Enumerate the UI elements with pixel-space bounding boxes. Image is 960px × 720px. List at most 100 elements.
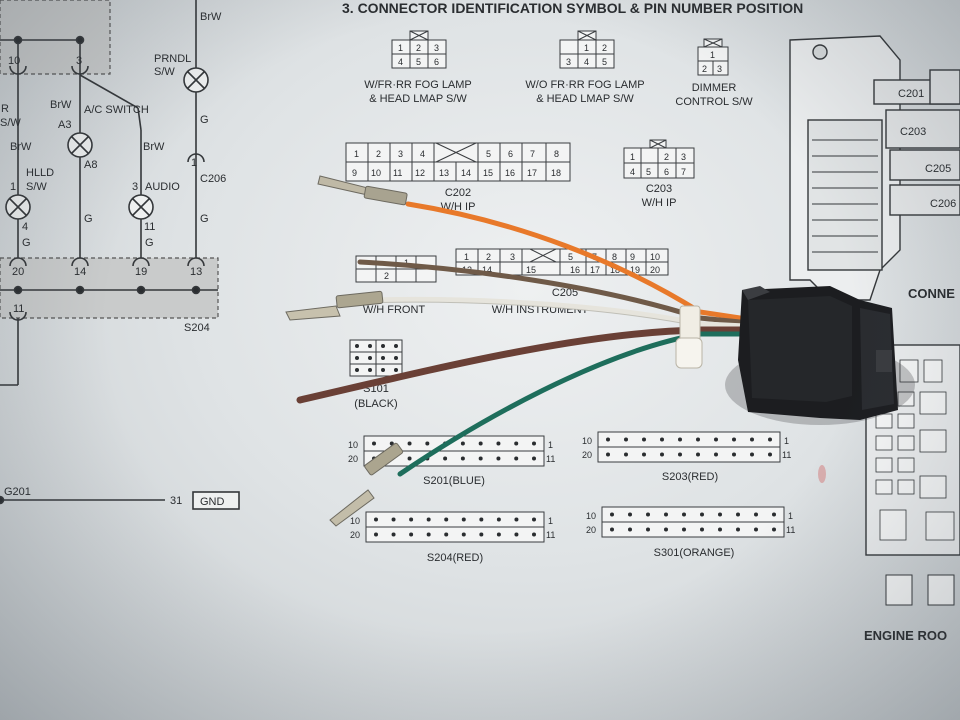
pin-dot	[514, 532, 519, 537]
pin-dot	[478, 456, 483, 461]
svg-text:1: 1	[548, 516, 553, 526]
connector-s204	[365, 511, 545, 543]
svg-text:10: 10	[350, 516, 360, 526]
svg-text:1: 1	[710, 50, 715, 60]
svg-text:11: 11	[393, 168, 402, 178]
pin-dot	[478, 441, 483, 446]
svg-text:20: 20	[586, 525, 596, 535]
splice-dot	[13, 35, 23, 45]
pin-dot	[768, 437, 772, 442]
connector-c203	[623, 139, 695, 179]
pin-dot	[754, 527, 758, 532]
component-label: PRNDL	[154, 53, 191, 65]
svg-text:1: 1	[630, 152, 635, 162]
wire-label: G	[200, 114, 209, 126]
splice-dot	[75, 285, 85, 295]
pin-dot	[642, 437, 646, 442]
wire-label: R	[1, 103, 9, 115]
wire-white	[377, 296, 743, 329]
pin-label: 1	[191, 157, 197, 169]
pin-dot	[374, 517, 378, 522]
connector-fog-wofr	[559, 30, 615, 69]
pin-dot	[443, 456, 448, 461]
svg-text:3: 3	[434, 43, 439, 53]
svg-text:2: 2	[602, 43, 607, 53]
component-label: HLLD	[26, 167, 54, 179]
gnd-label: GND	[200, 496, 225, 508]
pin-dot	[646, 512, 650, 517]
pin-label: 19	[135, 266, 147, 278]
svg-text:10: 10	[371, 168, 381, 178]
wire-dark-brown	[296, 326, 744, 404]
svg-text:14: 14	[482, 265, 492, 275]
pin-dot	[496, 441, 501, 446]
terminal-orange	[317, 175, 408, 206]
component-label: S/W	[26, 181, 47, 193]
wire-label: G	[145, 237, 154, 249]
pin-dot	[407, 456, 412, 461]
gnd-box	[192, 491, 240, 510]
pin-dot	[736, 527, 740, 532]
svg-text:4: 4	[398, 57, 403, 67]
pin-dot	[700, 527, 704, 532]
wire-orange	[405, 201, 743, 321]
pin-dot	[624, 437, 628, 442]
pin-dot	[718, 527, 722, 532]
svg-text:1: 1	[584, 43, 589, 53]
pin-dot	[660, 437, 664, 442]
pin-dot	[514, 517, 519, 522]
pin-dot	[444, 532, 449, 537]
svg-text:20: 20	[650, 265, 660, 275]
caption-s204: S204(RED)	[427, 552, 483, 564]
label-c201: C201	[898, 88, 924, 100]
pin-dot	[682, 527, 686, 532]
pin-dot	[772, 512, 776, 517]
svg-text:5: 5	[646, 167, 651, 177]
junction-box-diagram	[789, 35, 960, 606]
svg-text:11: 11	[786, 525, 795, 535]
pin-dot	[368, 368, 372, 372]
pin-dot	[394, 344, 398, 348]
svg-text:2: 2	[416, 43, 421, 53]
svg-text:3: 3	[398, 149, 403, 159]
wire-label: BrW	[50, 99, 72, 111]
pin-dot	[664, 527, 668, 532]
pin-dot	[444, 517, 449, 522]
pin-dot	[426, 517, 431, 522]
pin-dot	[425, 441, 430, 446]
pin-label: 3	[76, 55, 82, 67]
pin-dot	[391, 517, 396, 522]
svg-text:16: 16	[505, 168, 515, 178]
pin-dot	[532, 441, 536, 446]
connector-dimmer	[697, 38, 729, 76]
caption-fog-wfr: W/FR·RR FOG LAMP	[364, 79, 472, 91]
connector-diagrams	[345, 30, 785, 543]
svg-text:2: 2	[486, 252, 491, 262]
connector-block-s204	[0, 257, 219, 319]
wire-harness	[285, 175, 915, 527]
caption-s201: S201(BLUE)	[423, 475, 485, 487]
splice-dot	[13, 285, 23, 295]
wire-light-brown	[357, 259, 743, 325]
wire-label: BrW	[200, 11, 222, 23]
svg-text:15: 15	[526, 265, 536, 275]
svg-text:5: 5	[602, 57, 607, 67]
pin-dot	[409, 517, 414, 522]
junction-box-labels: C201 C203 C205 C206 CONNE ENGINE ROO	[864, 88, 956, 643]
paper-mark	[818, 465, 826, 483]
caption-dimmer-sub: CONTROL S/W	[675, 96, 753, 108]
pin-dot	[381, 344, 385, 348]
caption-s203: S203(RED)	[662, 471, 718, 483]
pin-dot	[736, 512, 740, 517]
pin-dot	[496, 532, 501, 537]
pin-dot	[409, 532, 414, 537]
svg-text:1: 1	[784, 436, 789, 446]
connector-c205	[455, 248, 669, 276]
schematic-panel	[0, 0, 240, 510]
pin-label: 14	[74, 266, 86, 278]
svg-text:1: 1	[354, 149, 359, 159]
pin-dot	[461, 532, 466, 537]
pin-dot	[606, 452, 610, 457]
pin-dot	[628, 527, 632, 532]
